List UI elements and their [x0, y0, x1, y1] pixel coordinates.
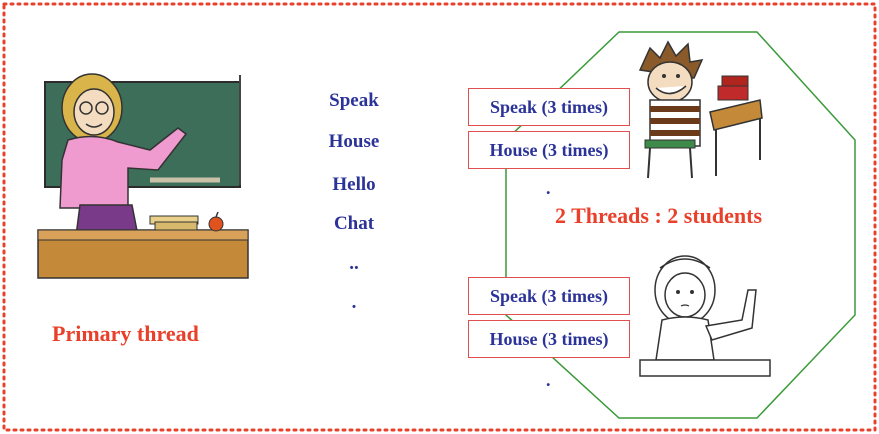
thread2-house-box: House (3 times): [468, 320, 630, 358]
thread2-more: .: [546, 370, 551, 390]
primary-thread-label: Primary thread: [52, 321, 199, 346]
thread2-speak-box: Speak (3 times): [468, 277, 630, 315]
task-word-house: House: [328, 131, 380, 152]
task-word-speak: Speak: [329, 90, 379, 111]
threads-students-label: 2 Threads : 2 students: [555, 203, 763, 228]
task-word-hello: Hello: [332, 174, 376, 195]
task-word-chat: Chat: [333, 213, 375, 234]
thread1-more: .: [546, 178, 551, 198]
task-word-ellipsis: ..: [349, 253, 359, 274]
thread1-speak-box: Speak (3 times): [468, 88, 630, 126]
task-word-dot: .: [351, 292, 357, 313]
thread1-house-box: House (3 times): [468, 131, 630, 169]
thread-group-octagon: [505, 31, 856, 419]
